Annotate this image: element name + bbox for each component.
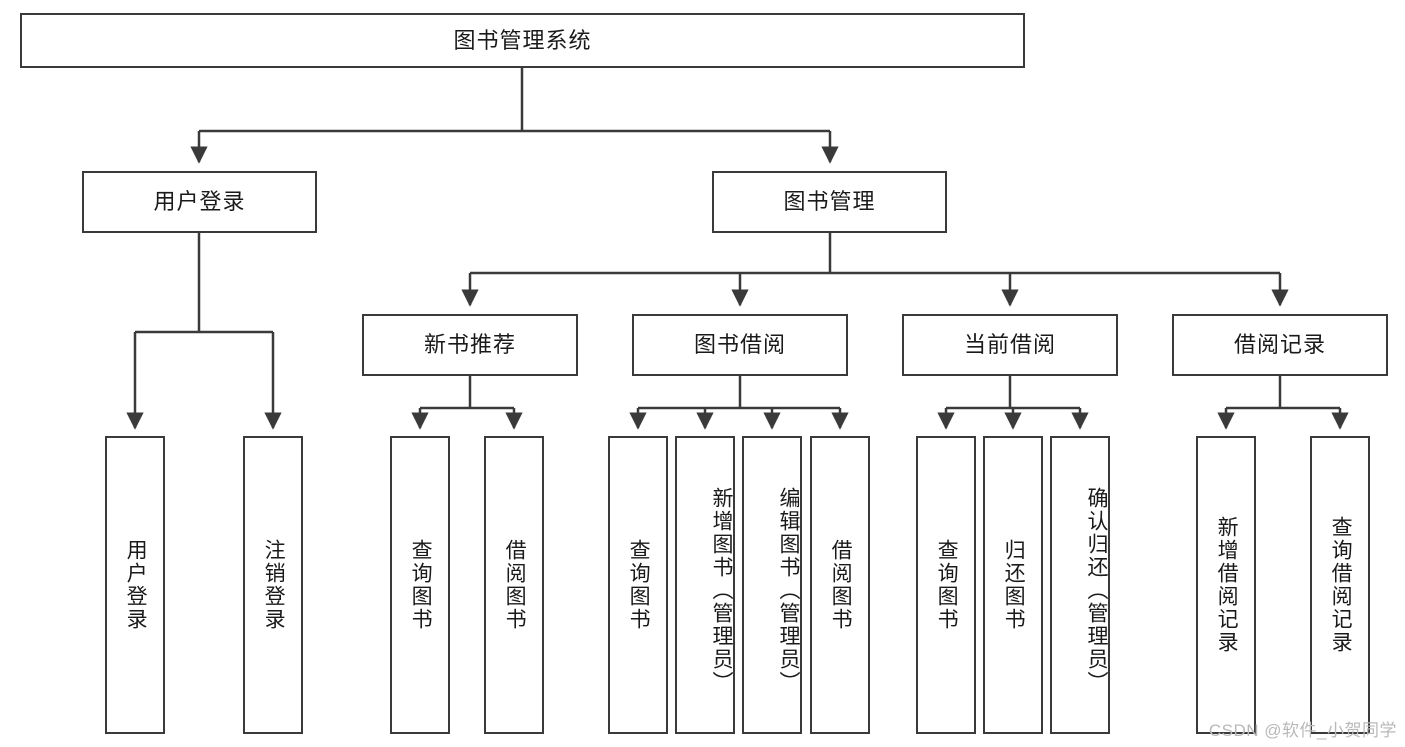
leaf-user-login-login[interactable]: 用户登录 <box>105 436 165 734</box>
node-root-book-management-system[interactable]: 图书管理系统 <box>20 13 1025 68</box>
node-label: 查询图书 <box>409 539 433 631</box>
node-label: 借阅图书 <box>503 539 527 631</box>
leaf-borrow-records-query-record[interactable]: 查询借阅记录 <box>1310 436 1370 734</box>
leaf-current-borrow-query-book[interactable]: 查询图书 <box>916 436 976 734</box>
node-label: 归还图书 <box>1002 539 1026 631</box>
node-label: 借阅图书 <box>829 539 853 631</box>
csdn-watermark: CSDN @软件_小贺同学 <box>1208 721 1397 740</box>
node-label: 用户登录 <box>153 189 246 215</box>
leaf-current-borrow-return-book[interactable]: 归还图书 <box>983 436 1043 734</box>
node-label: 图书管理系统 <box>453 27 592 53</box>
node-label: 查询借阅记录 <box>1329 516 1353 654</box>
node-book-management[interactable]: 图书管理 <box>712 171 947 233</box>
node-label: 注销登录 <box>262 539 286 631</box>
leaf-book-borrow-add-book-admin[interactable]: 新增图书（管理员） <box>675 436 735 734</box>
node-label: 图书管理 <box>783 189 876 215</box>
node-new-book-recommend[interactable]: 新书推荐 <box>362 314 578 376</box>
leaf-book-borrow-edit-book-admin[interactable]: 编辑图书（管理员） <box>742 436 802 734</box>
leaf-borrow-records-add-record[interactable]: 新增借阅记录 <box>1196 436 1256 734</box>
leaf-new-book-borrow-book[interactable]: 借阅图书 <box>484 436 544 734</box>
node-user-login[interactable]: 用户登录 <box>82 171 317 233</box>
node-label: 用户登录 <box>124 539 148 631</box>
node-label: 借阅记录 <box>1233 332 1326 358</box>
leaf-book-borrow-query-book[interactable]: 查询图书 <box>608 436 668 734</box>
node-label: 新增图书（管理员） <box>710 486 733 694</box>
leaf-current-borrow-confirm-return-admin[interactable]: 确认归还（管理员） <box>1050 436 1110 734</box>
node-label: 新书推荐 <box>423 332 516 358</box>
node-label: 当前借阅 <box>963 332 1056 358</box>
node-book-borrow[interactable]: 图书借阅 <box>632 314 848 376</box>
node-label: 编辑图书（管理员） <box>777 486 800 694</box>
node-label: 查询图书 <box>935 539 959 631</box>
leaf-new-book-query-book[interactable]: 查询图书 <box>390 436 450 734</box>
leaf-book-borrow-borrow-book[interactable]: 借阅图书 <box>810 436 870 734</box>
leaf-user-login-logout[interactable]: 注销登录 <box>243 436 303 734</box>
node-current-borrow[interactable]: 当前借阅 <box>902 314 1118 376</box>
node-label: 查询图书 <box>627 539 651 631</box>
node-label: 图书借阅 <box>693 332 786 358</box>
node-label: 确认归还（管理员） <box>1085 486 1108 694</box>
node-label: 新增借阅记录 <box>1215 516 1239 654</box>
node-borrow-records[interactable]: 借阅记录 <box>1172 314 1388 376</box>
